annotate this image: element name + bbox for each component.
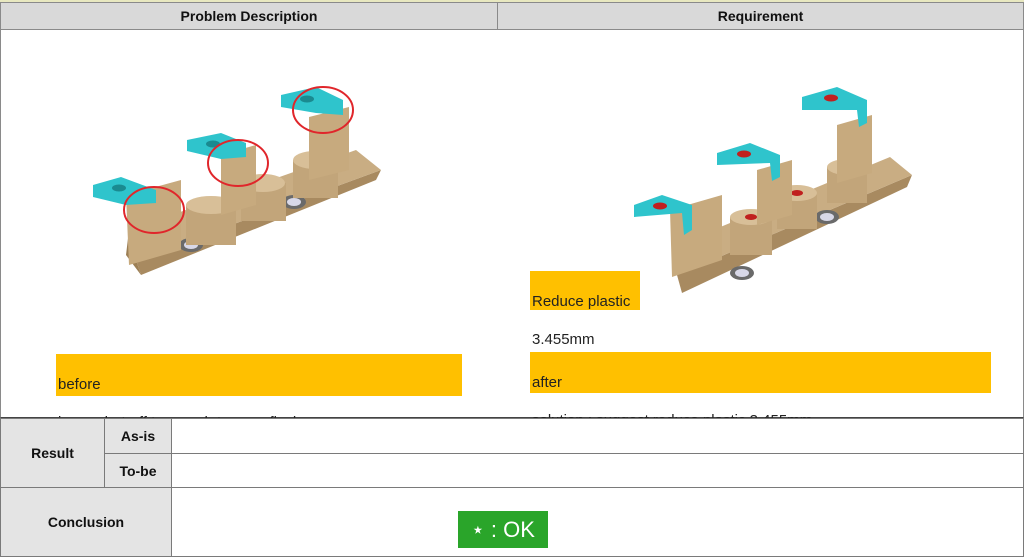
result-label-cell: Result	[0, 418, 105, 488]
conclusion-label-cell: Conclusion	[0, 487, 172, 557]
callout-line-1: Reduce plastic	[532, 293, 631, 310]
part-before-image	[93, 86, 381, 275]
as-is-value-cell[interactable]	[171, 418, 1024, 454]
requirement-header: Requirement	[497, 2, 1024, 30]
as-is-label: As-is	[120, 428, 156, 444]
requirement-title: Requirement	[717, 8, 804, 24]
part-after-image	[634, 87, 912, 293]
before-issue-note: before issue:shut-off too much to easy f…	[56, 354, 462, 431]
to-be-label-cell: To-be	[104, 453, 172, 488]
requirement-panel: Reduce plastic 3.455mm after solution : …	[497, 30, 1024, 429]
callout-line-2: 3.455mm	[532, 331, 595, 348]
ok-status-badge: ⋆ : OK	[458, 511, 548, 548]
after-label: after	[532, 374, 563, 391]
after-solution-note: after solution : suggest reduce plastic …	[530, 352, 991, 429]
problem-panel: before issue:shut-off too much to easy f…	[0, 30, 498, 431]
conclusion-label: Conclusion	[47, 514, 125, 530]
result-label: Result	[31, 445, 74, 461]
to-be-label: To-be	[119, 462, 157, 479]
problem-description-title: Problem Description	[180, 8, 318, 24]
conclusion-value-cell	[171, 487, 1024, 557]
problem-description-header: Problem Description	[0, 2, 498, 30]
reduce-plastic-callout: Reduce plastic 3.455mm	[530, 271, 640, 348]
before-label: before	[58, 376, 101, 393]
to-be-value-cell[interactable]	[171, 453, 1024, 488]
as-is-label-cell: As-is	[104, 418, 172, 454]
top-strip	[0, 0, 1024, 2]
ok-status-text: ⋆ : OK	[471, 516, 535, 542]
